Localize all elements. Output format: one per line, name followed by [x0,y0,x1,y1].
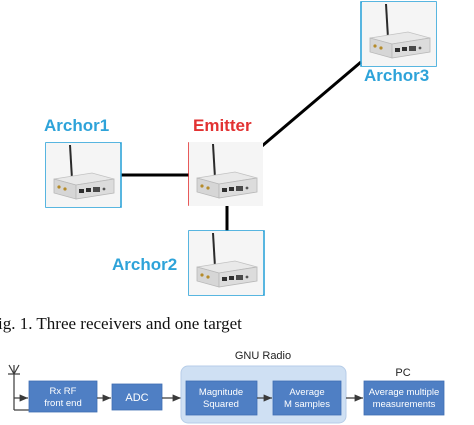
average-multiple-line2: measurements [373,399,436,410]
magnitude-squared-block: Magnitude Squared [185,380,258,416]
network-links [121,60,362,231]
magnitude-squared-line2: Squared [203,399,239,410]
anchor2-label: Archor2 [112,255,177,274]
link-emitter-anchor3 [261,60,362,148]
rx-front-end-block: Rx RF front end [28,380,98,413]
gnu-radio-title: GNU Radio [235,350,291,362]
router-device-icon [360,1,437,67]
rx-front-end-line2: front end [44,398,82,409]
gnu-radio-group: GNU Radio Magnitude Squared Average M sa… [180,350,347,424]
anchor3-label: Archor3 [364,66,429,85]
router-device-icon [45,142,122,208]
average-m-samples-line2: M samples [284,399,330,410]
average-m-samples-block: Average M samples [272,380,342,416]
router-device-icon [188,230,265,296]
antenna-icon [8,364,29,411]
rx-front-end-line1: Rx RF [50,386,77,397]
anchor1-label: Archor1 [44,116,109,135]
adc-label: ADC [125,392,148,404]
anchor3-node: Archor3 [360,1,437,85]
adc-block: ADC [111,383,163,411]
emitter-label: Emitter [193,116,252,135]
receiver-pipeline: Rx RF front end ADC GNU Radio Magnitude … [8,350,445,424]
average-multiple-line1: Average multiple [369,387,440,398]
pc-title: PC [395,367,410,379]
magnitude-squared-line1: Magnitude [199,387,243,398]
emitter-node: Emitter [188,116,264,207]
figure-caption: ig. 1. Three receivers and one target [0,314,242,333]
anchor2-node: Archor2 [112,230,265,296]
anchor1-node: Archor1 [44,116,122,208]
average-m-samples-line1: Average [289,387,324,398]
router-device-icon [188,141,264,207]
pc-block: PC Average multiple measurements [363,367,445,416]
